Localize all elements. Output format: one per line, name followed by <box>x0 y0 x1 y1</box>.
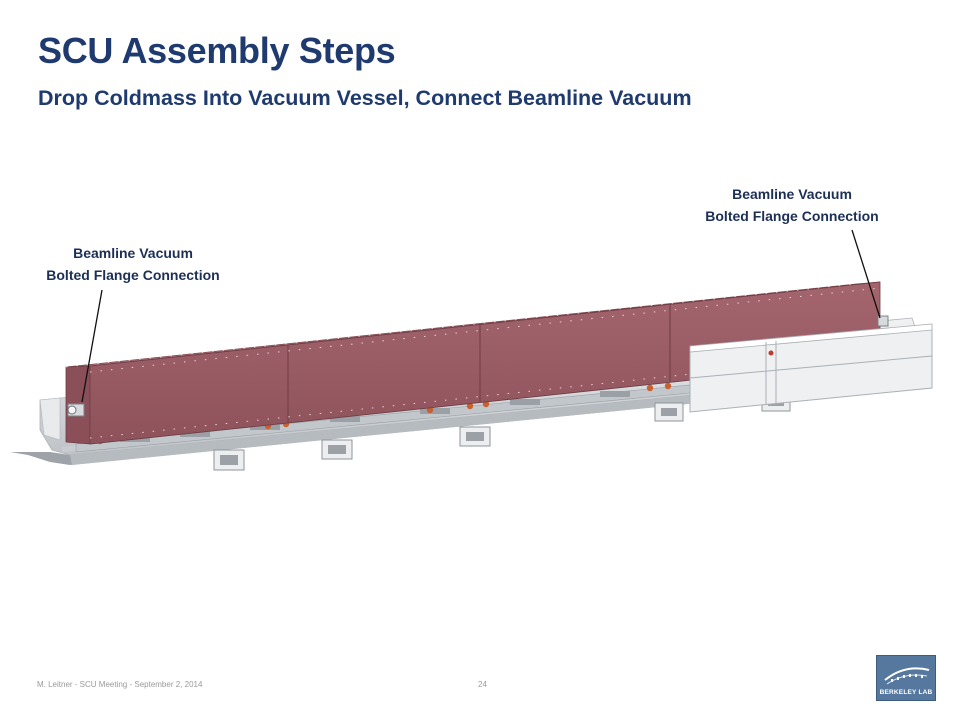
left-callout-line1: Beamline Vacuum <box>73 245 193 261</box>
page-number: 24 <box>478 680 487 689</box>
right-beamline-flange <box>877 315 889 327</box>
berkeley-lab-logo: BERKELEY LAB <box>876 655 936 701</box>
right-callout-leader <box>851 229 881 319</box>
footer-text: M. Leitner - SCU Meeting - September 2, … <box>37 680 203 689</box>
left-callout-line2: Bolted Flange Connection <box>46 267 220 283</box>
berkeley-lab-logo-icon <box>884 667 930 685</box>
slide-subtitle: Drop Coldmass Into Vacuum Vessel, Connec… <box>38 86 692 110</box>
left-beamline-flange <box>67 403 85 417</box>
logo-text: BERKELEY LAB <box>879 689 933 696</box>
left-callout-leader <box>81 289 103 403</box>
right-callout-line2: Bolted Flange Connection <box>705 208 879 224</box>
right-callout-line1: Beamline Vacuum <box>732 186 852 202</box>
vessel-end-box <box>689 323 933 413</box>
left-flange-callout: Beamline Vacuum Bolted Flange Connection <box>20 242 246 286</box>
right-flange-callout: Beamline Vacuum Bolted Flange Connection <box>676 183 908 227</box>
slide-title: SCU Assembly Steps <box>38 30 396 71</box>
